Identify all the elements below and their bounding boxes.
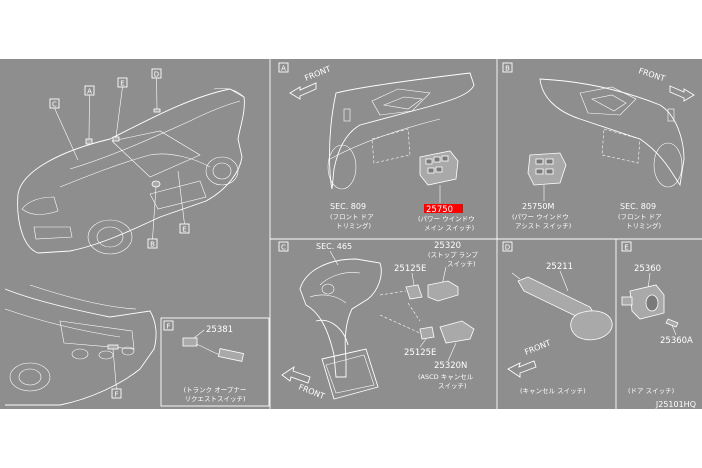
front-arrow-b [669, 85, 695, 102]
callout-e-top: E [120, 80, 124, 88]
sec-809-a: SEC. 809 [330, 202, 366, 211]
part-25211-desc: (キャンセル スイッチ) [520, 387, 586, 395]
diagram-code: J25101HQ [655, 400, 696, 409]
front-label-c: FRONT [297, 383, 326, 402]
callout-e-bottom: E [182, 226, 186, 234]
part-25125e-top: 25125E [394, 264, 426, 274]
highlight-25750 [424, 204, 463, 213]
front-label-d: FRONT [523, 338, 552, 357]
part-25211: 25211 [546, 262, 573, 272]
front-arrow-d [507, 360, 537, 378]
panel-c-letter: C [281, 244, 286, 252]
callout-a: A [87, 88, 92, 96]
part-25750-desc-1: (パワー ウインドウ [418, 215, 475, 223]
panel-d: D 25211 FRONT (キャンセル スイッチ) [502, 241, 613, 395]
part-25750m: 25750M [522, 202, 554, 211]
part-25750: 25750 [426, 205, 453, 215]
sec-809-b-desc-1: (フロント ドア [618, 213, 662, 221]
sec-809-b-desc-2: トリミング) [626, 221, 661, 230]
panel-borders [160, 59, 702, 409]
part-25125e-bottom: 25125E [404, 348, 436, 358]
panel-b: B FRONT 25750M (パワー ウインドウ アシスト スイッチ) SEC… [502, 62, 695, 230]
panel-d-letter: D [505, 244, 510, 252]
sec-465: SEC. 465 [316, 242, 352, 251]
diagram-svg: C A E D B E F F 2 [4, 59, 702, 409]
part-25750m-desc-2: アシスト スイッチ) [515, 222, 571, 230]
part-25750m-desc-1: (パワー ウインドウ [512, 213, 569, 221]
front-arrow-c [281, 365, 311, 384]
part-25360: 25360 [634, 264, 661, 274]
part-25750-desc-2: メイン スイッチ) [424, 224, 474, 232]
rear-car [4, 284, 157, 406]
front-label-a: FRONT [303, 64, 332, 83]
panel-a-letter: A [281, 65, 286, 73]
part-25381: 25381 [206, 325, 233, 335]
part-25381-desc-2: リクエストスイッチ) [184, 395, 245, 403]
panel-c: C SEC. 465 25320 (ストップ ランプ スイッチ) 25125E … [278, 241, 478, 402]
panel-e-letter: E [624, 244, 628, 252]
part-25320: 25320 [434, 241, 461, 251]
front-label-b: FRONT [637, 66, 666, 83]
part-25320n-desc-1: (ASCD キャンセル [418, 373, 474, 381]
callout-b: B [150, 241, 155, 249]
part-25320-desc-1: (ストップ ランプ [428, 251, 478, 259]
panel-e: E 25360 25360A (ドア スイッチ) [621, 241, 693, 395]
part-25360a: 25360A [660, 336, 693, 346]
overview-callouts: C A E D B E [49, 68, 190, 249]
rear-callouts: F [111, 348, 122, 399]
sec-809-b: SEC. 809 [620, 202, 656, 211]
front-arrow-a [289, 82, 317, 100]
panel-f: F 25381 (トランク オープナー リクエストスイッチ) [163, 320, 247, 403]
part-25320n: 25320N [434, 361, 467, 371]
panel-b-letter: B [505, 65, 510, 73]
sec-809-a-desc-2: トリミング) [336, 221, 371, 230]
overview-car [17, 87, 245, 255]
part-25320-desc-2: スイッチ) [447, 260, 476, 268]
sec-809-a-desc-1: (フロント ドア [330, 213, 374, 221]
part-25381-desc-1: (トランク オープナー [184, 386, 247, 394]
part-25320n-desc-2: スイッチ) [438, 382, 467, 390]
panel-a: A FRONT SEC. 809 (フロント ドア トリミング) 25750 (… [278, 62, 475, 232]
panel-f-letter: F [166, 323, 170, 331]
part-25360-desc: (ドア スイッチ) [628, 387, 674, 395]
callout-d: D [154, 71, 159, 79]
callout-c: C [52, 101, 57, 109]
callout-f: F [114, 391, 118, 399]
parts-diagram: C A E D B E F F 2 [0, 59, 702, 409]
